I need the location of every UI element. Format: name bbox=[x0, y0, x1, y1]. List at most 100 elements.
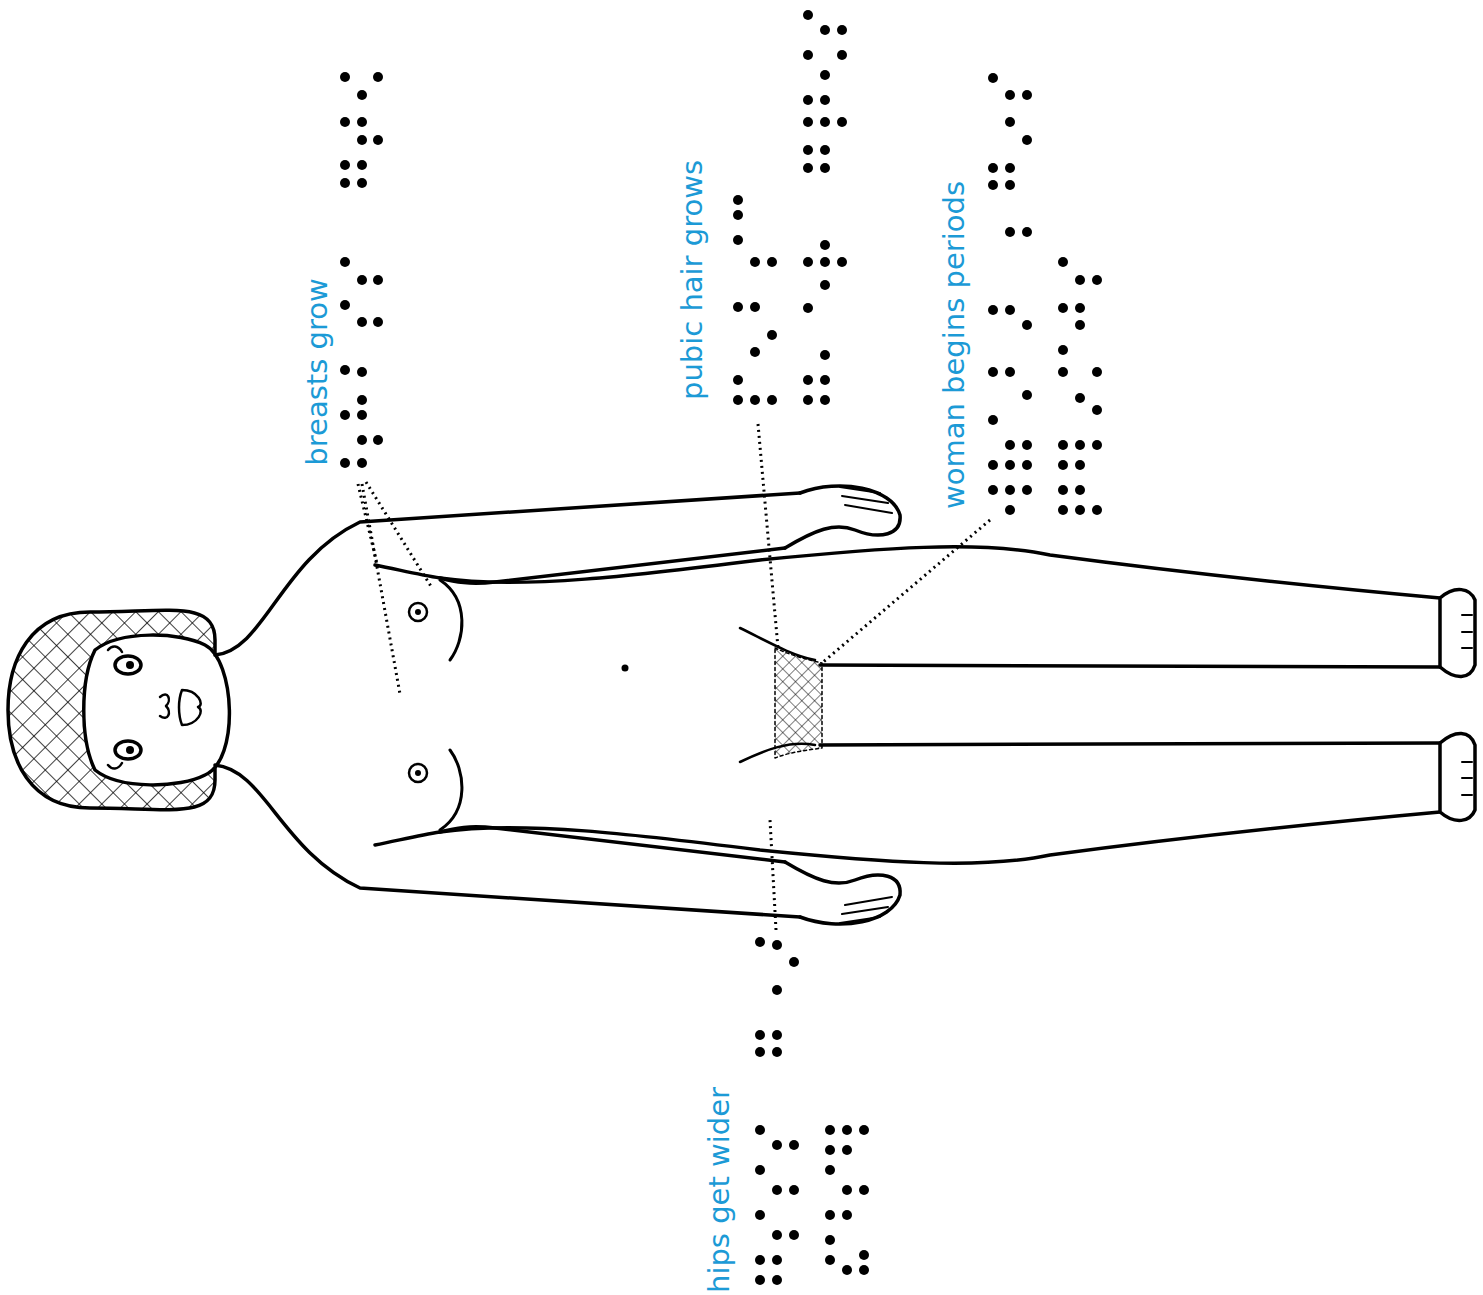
braille-dot bbox=[755, 1047, 765, 1057]
braille-dot bbox=[988, 415, 998, 425]
braille-dot bbox=[803, 145, 813, 155]
braille-dot bbox=[1022, 390, 1032, 400]
braille-dot bbox=[803, 95, 813, 105]
braille-dot bbox=[1022, 227, 1032, 237]
braille-dot bbox=[988, 460, 998, 470]
braille-dot bbox=[373, 135, 383, 145]
braille-dot bbox=[340, 300, 350, 310]
braille-dot bbox=[1005, 485, 1015, 495]
leader-line bbox=[358, 424, 990, 930]
braille-dot bbox=[1022, 485, 1032, 495]
braille-dot bbox=[803, 375, 813, 385]
braille-dot bbox=[825, 1145, 835, 1155]
braille-dot bbox=[772, 1230, 782, 1240]
braille-dot bbox=[772, 1185, 782, 1195]
braille-dot bbox=[842, 1145, 852, 1155]
braille-dot bbox=[1058, 303, 1068, 313]
braille-dot bbox=[803, 50, 813, 60]
braille-dot bbox=[859, 1265, 869, 1275]
braille-dot bbox=[772, 1140, 782, 1150]
braille-dot bbox=[820, 163, 830, 173]
braille-dot bbox=[1005, 90, 1015, 100]
braille-dot bbox=[1005, 440, 1015, 450]
braille-dot bbox=[820, 70, 830, 80]
braille-dot bbox=[357, 135, 367, 145]
braille-dot bbox=[1075, 393, 1085, 403]
braille-dot bbox=[340, 410, 350, 420]
braille-dot bbox=[825, 1125, 835, 1135]
braille-dot bbox=[373, 317, 383, 327]
braille-dot bbox=[789, 1230, 799, 1240]
braille-dot bbox=[988, 163, 998, 173]
braille-dot bbox=[767, 257, 777, 267]
braille-dot bbox=[803, 257, 813, 267]
braille-dot bbox=[820, 240, 830, 250]
braille-dot bbox=[1058, 345, 1068, 355]
braille-dot bbox=[859, 1250, 869, 1260]
braille-dot bbox=[1092, 440, 1102, 450]
braille-dot bbox=[803, 10, 813, 20]
braille-dot bbox=[340, 458, 350, 468]
braille-dot bbox=[1075, 485, 1085, 495]
callout-label: woman begins periods bbox=[939, 181, 971, 509]
braille-dot bbox=[988, 305, 998, 315]
braille-dot bbox=[825, 1235, 835, 1245]
braille-dot bbox=[750, 257, 760, 267]
braille-dot bbox=[988, 180, 998, 190]
braille-dot bbox=[1092, 505, 1102, 515]
braille-dot bbox=[340, 117, 350, 127]
braille-dot bbox=[820, 395, 830, 405]
braille-dot bbox=[772, 1030, 782, 1040]
braille-dot bbox=[988, 73, 998, 83]
braille-dot bbox=[357, 435, 367, 445]
braille-dot bbox=[1005, 460, 1015, 470]
braille-dot bbox=[772, 1047, 782, 1057]
braille-dot bbox=[1058, 440, 1068, 450]
braille-dot bbox=[373, 275, 383, 285]
braille-dot bbox=[340, 178, 350, 188]
braille-dot bbox=[1075, 460, 1085, 470]
braille-dot bbox=[357, 160, 367, 170]
braille-dot bbox=[837, 50, 847, 60]
braille-dot bbox=[755, 1030, 765, 1040]
braille-dot bbox=[1005, 505, 1015, 515]
braille-dot bbox=[1075, 320, 1085, 330]
braille-dot bbox=[733, 235, 743, 245]
braille-dot bbox=[820, 145, 830, 155]
braille-dot bbox=[1005, 163, 1015, 173]
braille-dot bbox=[750, 395, 760, 405]
braille-dot bbox=[820, 95, 830, 105]
braille-dot bbox=[755, 1275, 765, 1285]
braille-dot bbox=[755, 1165, 765, 1175]
callout-label: breasts grow bbox=[302, 278, 334, 465]
braille-dot bbox=[772, 1275, 782, 1285]
braille-dot bbox=[820, 375, 830, 385]
braille-dot bbox=[733, 395, 743, 405]
braille-dot bbox=[733, 302, 743, 312]
braille-dot bbox=[820, 25, 830, 35]
braille-dot bbox=[820, 117, 830, 127]
braille-dot bbox=[1005, 305, 1015, 315]
braille-dot bbox=[837, 25, 847, 35]
braille-dot bbox=[755, 1210, 765, 1220]
braille-dot bbox=[1075, 505, 1085, 515]
braille-dot bbox=[340, 365, 350, 375]
braille-dot bbox=[357, 117, 367, 127]
braille-dot bbox=[767, 330, 777, 340]
braille-dot bbox=[1075, 303, 1085, 313]
braille-dot bbox=[1092, 405, 1102, 415]
braille-dot bbox=[825, 1255, 835, 1265]
braille-dot bbox=[803, 395, 813, 405]
braille-dot bbox=[755, 937, 765, 947]
braille-dot bbox=[1005, 117, 1015, 127]
braille-dot bbox=[340, 72, 350, 82]
braille-dot bbox=[803, 117, 813, 127]
braille-dot bbox=[803, 303, 813, 313]
braille-dot bbox=[357, 410, 367, 420]
braille-dot bbox=[1058, 257, 1068, 267]
braille-dot bbox=[750, 347, 760, 357]
braille-dot bbox=[1058, 367, 1068, 377]
braille-dot bbox=[837, 257, 847, 267]
braille-dot bbox=[357, 367, 367, 377]
